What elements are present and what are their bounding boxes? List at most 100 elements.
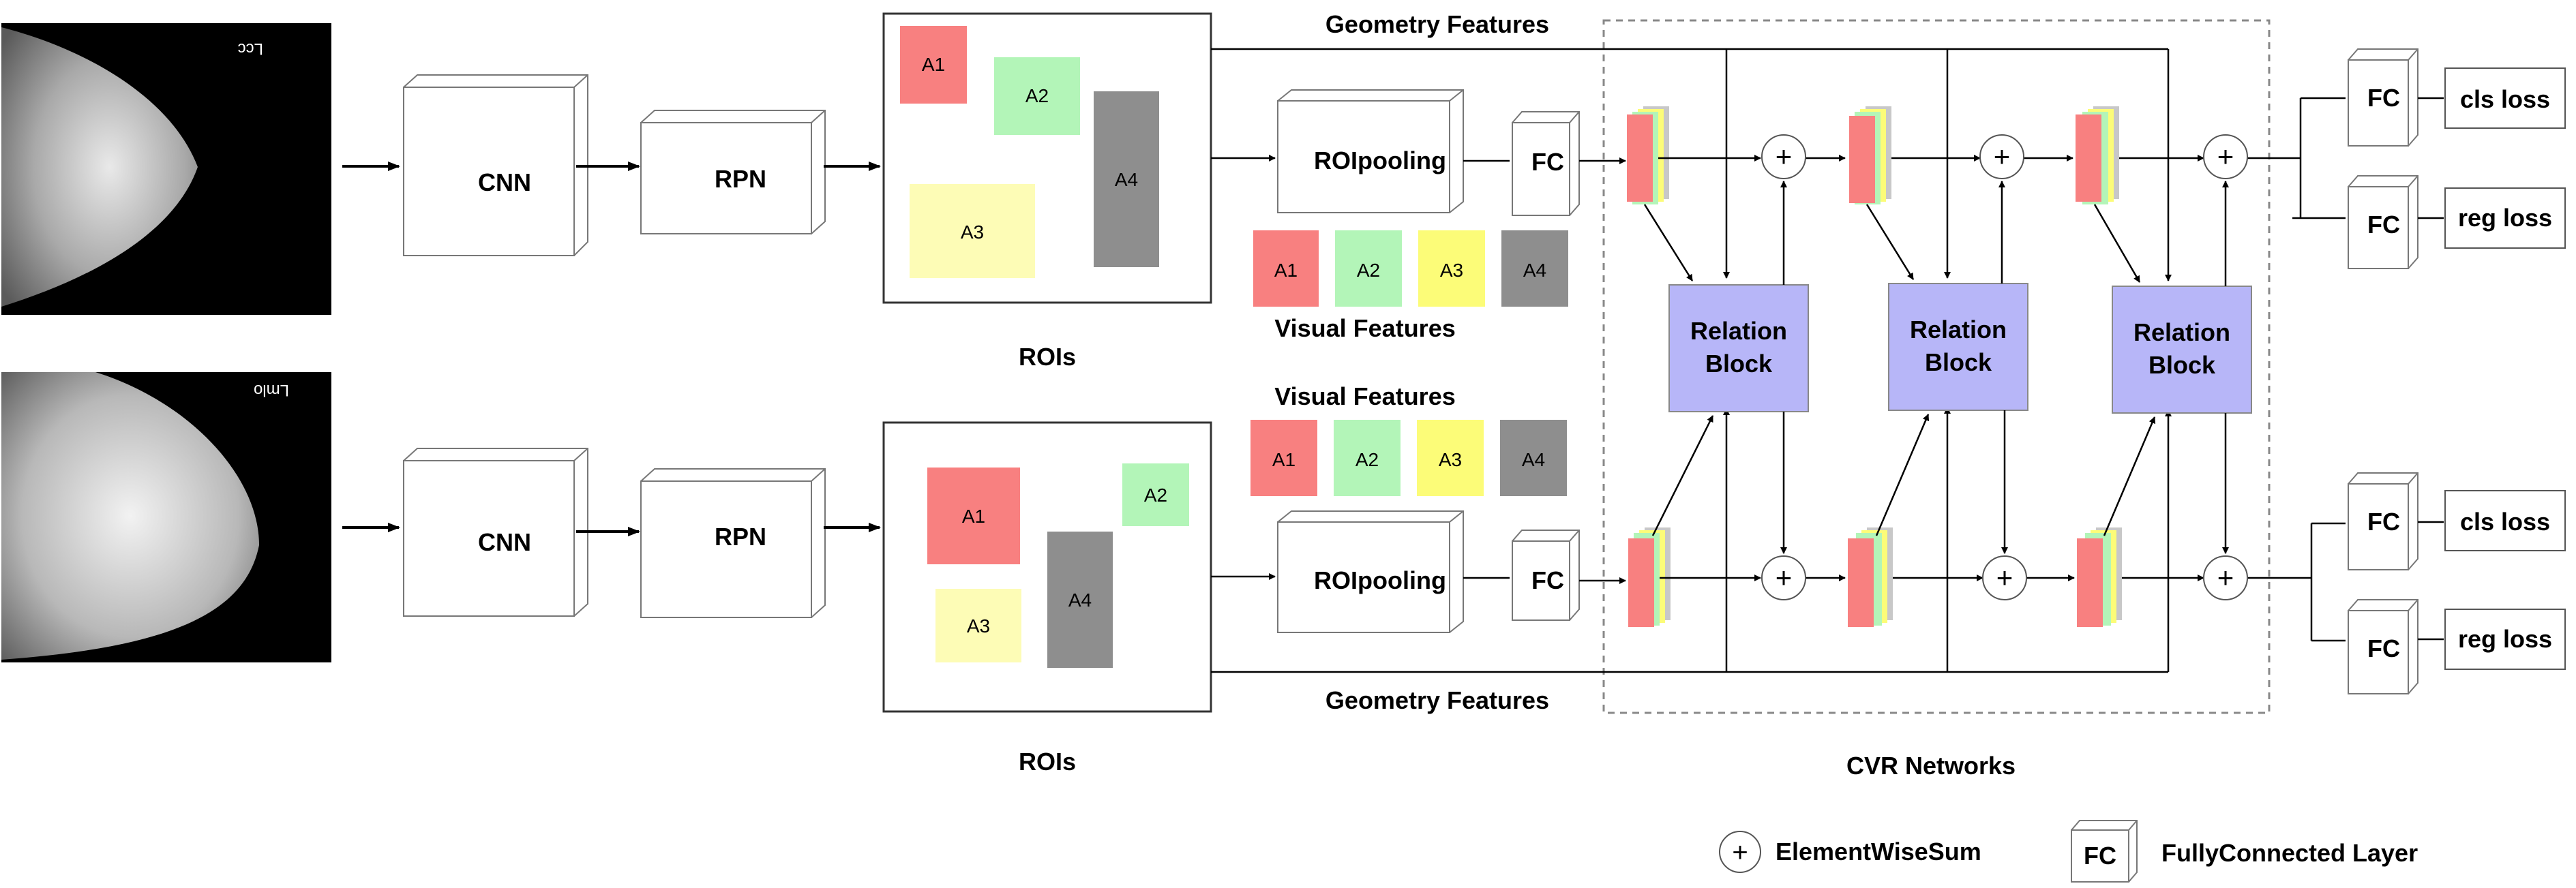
svg-text:+: + bbox=[1776, 562, 1793, 594]
svg-text:Block: Block bbox=[1705, 350, 1773, 378]
roi-a1-bottom-label: A1 bbox=[962, 506, 985, 527]
swatch-a2-top-label: A2 bbox=[1357, 260, 1380, 281]
mammogram-top: Lcc bbox=[1, 23, 331, 315]
svg-text:Relation: Relation bbox=[2133, 318, 2230, 346]
cls-loss-top: cls loss bbox=[2444, 67, 2566, 129]
sum-node-top-2: + bbox=[1979, 134, 2024, 179]
relation-inputs bbox=[1643, 204, 2156, 536]
relation-block-1: Relation Block bbox=[1668, 284, 1809, 412]
svg-text:Block: Block bbox=[2148, 351, 2216, 379]
cnn-block-top: CNN bbox=[403, 74, 588, 256]
geometry-features-caption-top: Geometry Features bbox=[1326, 10, 1549, 38]
swatch-a4-top-label: A4 bbox=[1523, 260, 1546, 281]
mammogram-bottom: Lmlo bbox=[1, 372, 331, 662]
swatch-a4-bottom bbox=[1500, 420, 1567, 496]
feature-stack-bottom-3 bbox=[2077, 527, 2122, 627]
swatch-a2-bottom-label: A2 bbox=[1356, 449, 1379, 470]
roi-a1-bottom bbox=[927, 468, 1020, 564]
feature-stack-top-2 bbox=[1849, 106, 1891, 204]
sum-node-bottom-1: + bbox=[1761, 555, 1806, 600]
roi-a3-bottom-label: A3 bbox=[967, 615, 990, 637]
svg-text:+: + bbox=[1996, 562, 2013, 594]
sum-node-bottom-3: + bbox=[2203, 555, 2248, 600]
rpn-block-top: RPN bbox=[640, 110, 826, 234]
svg-text:FC: FC bbox=[2367, 634, 2400, 662]
mammogram-bottom-tag: Lmlo bbox=[254, 381, 289, 399]
feature-stack-top-1 bbox=[1627, 106, 1669, 204]
sum-node-top-3: + bbox=[2203, 134, 2248, 179]
fc-block-top: FC bbox=[1512, 111, 1580, 216]
feature-stack-bottom-2 bbox=[1848, 527, 1893, 627]
sum-node-bottom-2: + bbox=[1982, 555, 2027, 600]
svg-text:Relation: Relation bbox=[1910, 316, 2007, 343]
sum-node-top-1: + bbox=[1761, 134, 1806, 179]
svg-text:+: + bbox=[1776, 140, 1793, 172]
swatch-a4-bottom-label: A4 bbox=[1522, 449, 1545, 470]
svg-text:FC: FC bbox=[2367, 211, 2400, 239]
roipooling-label-top: ROIpooling bbox=[1314, 147, 1446, 174]
svg-text:+: + bbox=[2217, 140, 2234, 172]
rois-box-top: A1 A2 A3 A4 bbox=[882, 12, 1212, 304]
cnn-label-bottom: CNN bbox=[478, 528, 531, 556]
reg-loss-top: reg loss bbox=[2444, 187, 2566, 249]
fc-label-top: FC bbox=[1531, 148, 1564, 176]
head-fc-bottom-cls: FC bbox=[2348, 472, 2418, 570]
swatch-a3-bottom bbox=[1417, 420, 1484, 496]
head-fc-bottom-reg: FC bbox=[2348, 599, 2418, 694]
svg-text:reg loss: reg loss bbox=[2458, 204, 2552, 232]
svg-text:cls loss: cls loss bbox=[2460, 508, 2550, 536]
fc-label-bottom: FC bbox=[1531, 566, 1564, 594]
swatch-a1-bottom bbox=[1250, 420, 1317, 496]
relation-block-2: Relation Block bbox=[1888, 283, 2028, 411]
roi-a4-bottom-label: A4 bbox=[1068, 590, 1092, 611]
head-fc-top-reg: FC bbox=[2348, 175, 2418, 269]
visual-features-bottom: A1 A2 A3 A4 bbox=[1250, 420, 1567, 496]
roi-a2-bottom-label: A2 bbox=[1144, 485, 1167, 506]
swatch-a1-top-label: A1 bbox=[1274, 260, 1298, 281]
rois-box-bottom: A1 A2 A3 A4 bbox=[882, 421, 1212, 713]
rois-caption-bottom: ROIs bbox=[1019, 748, 1076, 776]
legend-sum: + ElementWiseSum bbox=[1719, 831, 1981, 873]
svg-text:FC: FC bbox=[2367, 508, 2400, 536]
feature-stack-top-3 bbox=[2076, 106, 2119, 204]
swatch-a1-bottom-label: A1 bbox=[1272, 449, 1296, 470]
output-branch-bottom bbox=[2310, 522, 2346, 642]
roipooling-label-bottom: ROIpooling bbox=[1314, 566, 1446, 594]
legend-fc: FC FullyConnected Layer bbox=[2071, 820, 2418, 883]
swatch-a4-top bbox=[1501, 230, 1568, 307]
legend-fc-label: FullyConnected Layer bbox=[2161, 839, 2418, 867]
svg-text:+: + bbox=[1994, 140, 2011, 172]
feature-stack-bottom-1 bbox=[1628, 527, 1671, 627]
roi-a4-top-label: A4 bbox=[1115, 169, 1138, 190]
rpn-block-bottom: RPN bbox=[640, 468, 826, 618]
svg-text:Block: Block bbox=[1925, 348, 1992, 376]
roi-a2-top bbox=[994, 57, 1080, 135]
cvr-networks-caption: CVR Networks bbox=[1846, 752, 2016, 780]
svg-text:reg loss: reg loss bbox=[2458, 625, 2552, 653]
geometry-features-caption-bottom: Geometry Features bbox=[1326, 686, 1549, 714]
roipooling-block-bottom: ROIpooling bbox=[1277, 510, 1464, 633]
svg-text:+: + bbox=[2217, 562, 2234, 594]
swatch-a3-bottom-label: A3 bbox=[1439, 449, 1462, 470]
svg-text:+: + bbox=[1732, 838, 1748, 868]
svg-text:Relation: Relation bbox=[1690, 317, 1787, 345]
cvr-network-boundary bbox=[1602, 19, 2271, 714]
output-branch-top bbox=[2292, 97, 2346, 219]
roipooling-block-top: ROIpooling bbox=[1277, 89, 1464, 213]
roi-a1-top bbox=[900, 26, 967, 104]
rpn-label-bottom: RPN bbox=[715, 523, 766, 551]
roi-a2-bottom bbox=[1122, 463, 1189, 526]
geometry-lines-bottom bbox=[1211, 407, 2172, 673]
geometry-lines-top bbox=[1211, 48, 2172, 281]
legend-fc-icon bbox=[2071, 829, 2129, 883]
legend-sum-icon bbox=[1719, 831, 1761, 873]
rpn-label-top: RPN bbox=[715, 165, 766, 193]
cnn-label-top: CNN bbox=[478, 168, 531, 196]
roi-a2-top-label: A2 bbox=[1025, 85, 1049, 106]
relation-block-3: Relation Block bbox=[2112, 286, 2252, 414]
swatch-a2-bottom bbox=[1334, 420, 1401, 496]
swatch-a3-top bbox=[1418, 230, 1485, 307]
roi-a4-bottom bbox=[1047, 532, 1113, 668]
cnn-block-bottom: CNN bbox=[403, 448, 588, 617]
